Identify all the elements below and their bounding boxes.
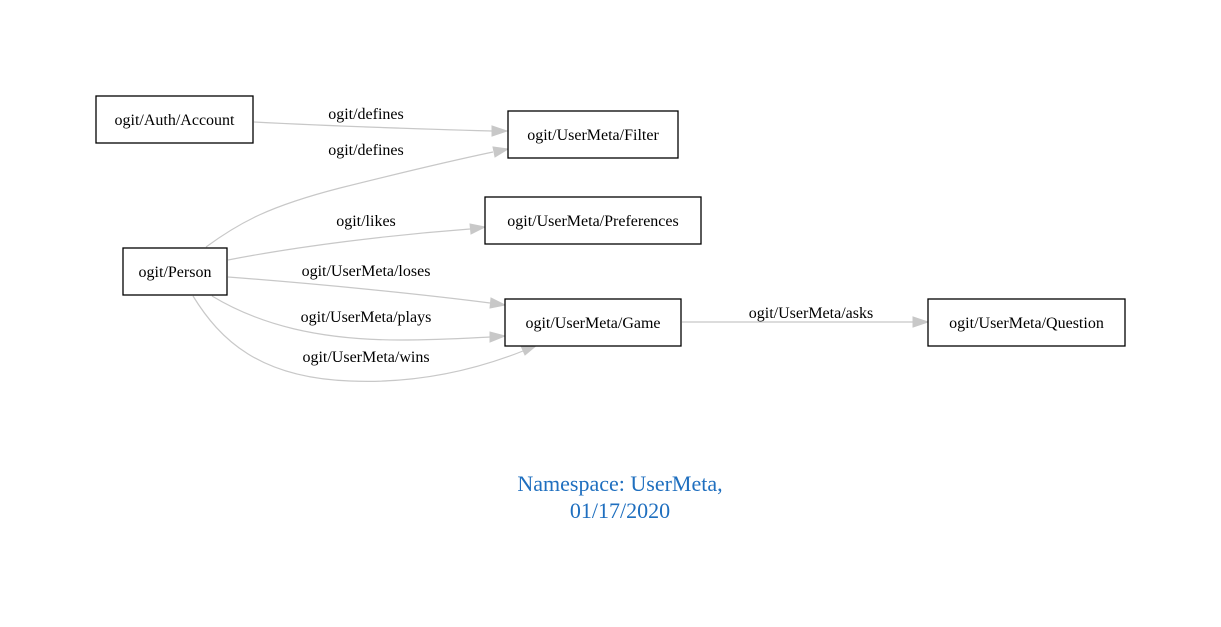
- arrowhead-icon: [492, 146, 510, 158]
- node-label: ogit/UserMeta/Question: [949, 315, 1104, 332]
- node-account[interactable]: ogit/Auth/Account: [95, 95, 254, 144]
- node-box: [927, 298, 1126, 347]
- edge-label: ogit/likes: [336, 213, 396, 230]
- edge-label: ogit/defines: [328, 142, 404, 159]
- edge-person-plays-game: ogit/UserMeta/plays: [211, 295, 507, 343]
- edge-label: ogit/UserMeta/asks: [749, 305, 873, 322]
- node-label: ogit/UserMeta/Game: [525, 315, 660, 332]
- edge-label: ogit/UserMeta/plays: [301, 309, 432, 326]
- node-box: [507, 110, 679, 159]
- edge-label: ogit/defines: [328, 106, 404, 123]
- caption-namespace: Namespace: UserMeta,: [517, 471, 723, 496]
- node-label: ogit/UserMeta/Preferences: [507, 213, 678, 230]
- node-label: ogit/UserMeta/Filter: [527, 127, 659, 144]
- node-person[interactable]: ogit/Person: [122, 247, 228, 296]
- edge-line: [227, 276, 491, 304]
- edge-line: [192, 295, 524, 382]
- edge-game-asks-question: ogit/UserMeta/asks: [682, 305, 930, 328]
- node-box: [95, 95, 254, 144]
- arrowhead-icon: [491, 125, 509, 137]
- arrowhead-icon: [489, 331, 507, 343]
- edge-person-defines-filter: ogit/defines: [205, 142, 510, 248]
- edge-account-defines-filter: ogit/defines: [253, 106, 509, 137]
- edge-label: ogit/UserMeta/wins: [302, 349, 429, 366]
- arrowhead-icon: [469, 223, 487, 235]
- edge-line: [211, 295, 491, 341]
- node-question[interactable]: ogit/UserMeta/Question: [927, 298, 1126, 347]
- arrowhead-icon: [489, 297, 507, 309]
- edge-line: [253, 121, 493, 132]
- arrowhead-icon: [912, 316, 930, 328]
- edge-line: [227, 228, 471, 261]
- node-label: ogit/Auth/Account: [115, 112, 236, 129]
- node-box: [504, 298, 682, 347]
- caption-date: 01/17/2020: [569, 498, 671, 523]
- node-box: [122, 247, 228, 296]
- node-preferences[interactable]: ogit/UserMeta/Preferences: [484, 196, 702, 245]
- node-game[interactable]: ogit/UserMeta/Game: [504, 298, 682, 347]
- node-box: [484, 196, 702, 245]
- edge-label: ogit/UserMeta/loses: [302, 263, 431, 280]
- node-label: ogit/Person: [139, 264, 212, 281]
- edge-line: [205, 151, 494, 248]
- node-filter[interactable]: ogit/UserMeta/Filter: [507, 110, 679, 159]
- edge-person-likes-preferences: ogit/likes: [227, 213, 487, 261]
- edge-person-wins-game: ogit/UserMeta/wins: [192, 295, 539, 382]
- edge-person-loses-game: ogit/UserMeta/loses: [227, 263, 507, 309]
